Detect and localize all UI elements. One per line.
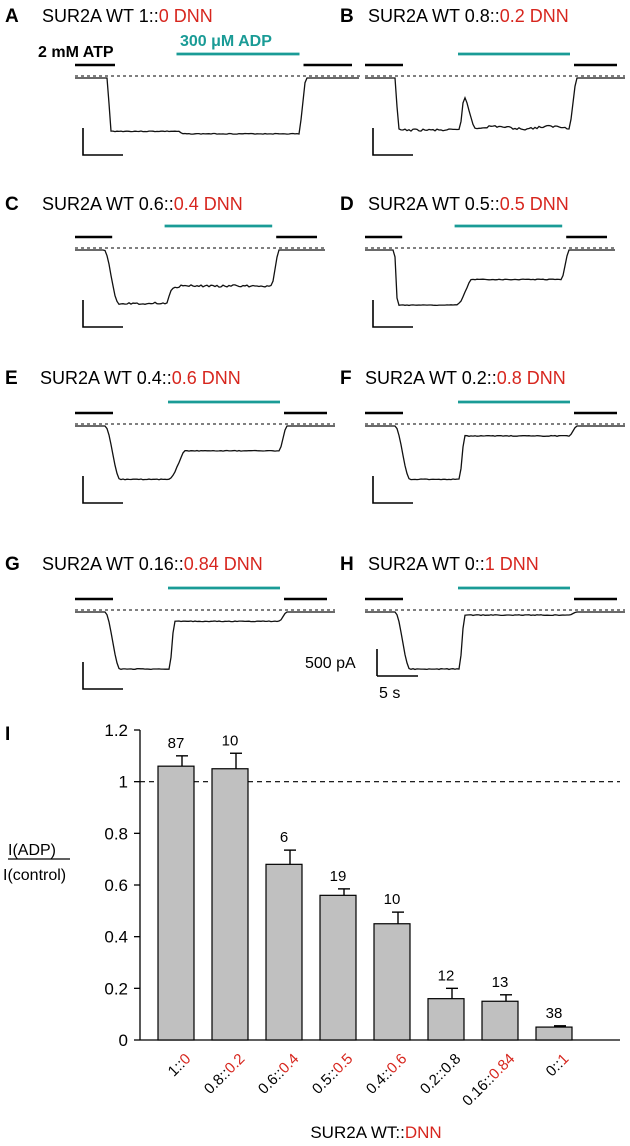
n-label: 12 (438, 967, 455, 984)
bar (319, 894, 357, 1041)
bar-chart: I0 0.2 0.4 0.6 0.8 1 1.2I(ADP)I(control) 871::0… (3, 721, 620, 1142)
current-trace (365, 611, 625, 671)
current-traces: A SUR2A WT 1::0 DNN B SUR2A WT 0.8::0.2 DNN… (5, 6, 625, 690)
panel-title: SUR2A WT 0.8::0.2 DNN (368, 6, 569, 26)
y-label-numerator: I(ADP) (8, 842, 56, 859)
y-tick-label: 0.2 (104, 979, 128, 998)
current-trace (365, 77, 625, 132)
panel-letter: I (5, 724, 10, 745)
n-label: 38 (546, 1005, 563, 1022)
n-label: 10 (222, 732, 239, 749)
title-wt-part: SUR2A WT 0.16:: (42, 554, 184, 574)
n-label: 13 (492, 974, 509, 991)
bar (427, 998, 465, 1041)
calibration-corner (82, 300, 123, 328)
panel-letter: H (340, 554, 354, 575)
calibration-corner (82, 476, 123, 504)
y-tick-label: 0.4 (104, 928, 128, 947)
x-tick-label: 0::1 (543, 1050, 573, 1080)
panel-letter: E (5, 368, 18, 389)
trace-panel-c: C SUR2A WT 0.6::0.4 DNN (5, 194, 325, 328)
trace-panel-d: D SUR2A WT 0.5::0.5 DNN (340, 194, 615, 328)
scale-bar-time-label: 5 s (379, 685, 400, 702)
y-tick-label: 0.8 (104, 824, 128, 843)
y-tick-label: 0 (119, 1031, 128, 1050)
bar (157, 765, 195, 1041)
calibration-corner (82, 128, 123, 156)
trace-panel-a: A SUR2A WT 1::0 DNN (5, 6, 360, 156)
title-wt-part: SUR2A WT 0.8:: (368, 6, 500, 26)
x-tick-label: 0.8::0.2 (201, 1050, 248, 1097)
panel-title: SUR2A WT 0.4::0.6 DNN (40, 368, 241, 388)
panel-title: SUR2A WT 0.5::0.5 DNN (368, 194, 569, 214)
title-dnn-part: 0.6 DNN (172, 368, 241, 388)
panel-a-solution-labels: 2 mM ATP 300 μM ADP (38, 33, 272, 61)
n-label: 6 (280, 829, 288, 846)
title-dnn-part: 0.8 DNN (497, 368, 566, 388)
title-wt-part: SUR2A WT 0.6:: (42, 194, 174, 214)
y-tick-label: 1 (119, 773, 128, 792)
panel-letter: D (340, 194, 354, 215)
x-tick-label: 1::0 (165, 1050, 195, 1080)
y-label-denominator: I(control) (3, 867, 66, 884)
panel-letter: B (340, 6, 354, 27)
calibration-corner (82, 662, 123, 690)
calibration-scale-bar: 500 pA 5 s (305, 649, 418, 702)
trace-panel-h: H SUR2A WT 0::1 DNN (340, 554, 625, 671)
n-label: 10 (384, 891, 401, 908)
n-label: 19 (330, 868, 347, 885)
title-wt-part: SUR2A WT 0:: (368, 554, 485, 574)
bar (373, 923, 411, 1041)
panel-letter: G (5, 554, 20, 575)
panel-letter: F (340, 368, 352, 389)
bar (211, 768, 249, 1041)
panel-title: SUR2A WT 0.2::0.8 DNN (365, 368, 566, 388)
title-dnn-part: 0.5 DNN (500, 194, 569, 214)
current-trace (75, 611, 335, 671)
panel-letter: A (5, 6, 19, 27)
panel-title: SUR2A WT 0.16::0.84 DNN (42, 554, 263, 574)
current-trace (365, 425, 625, 481)
title-wt-part: SUR2A WT 0.2:: (365, 368, 497, 388)
trace-panel-g: G SUR2A WT 0.16::0.84 DNN (5, 554, 335, 690)
panel-letter: C (5, 194, 19, 215)
title-dnn-part: 1 DNN (485, 554, 539, 574)
calibration-corner (372, 128, 413, 156)
trace-panel-e: E SUR2A WT 0.4::0.6 DNN (5, 368, 335, 504)
bar (535, 1026, 573, 1041)
current-trace (75, 249, 325, 306)
atp-label: 2 mM ATP (38, 44, 114, 61)
n-label: 87 (168, 735, 185, 752)
x-axis-label: SUR2A WT::DNN (310, 1123, 441, 1142)
panel-title: SUR2A WT 0.6::0.4 DNN (42, 194, 243, 214)
bar (481, 1000, 519, 1041)
current-trace (365, 249, 615, 307)
panel-title: SUR2A WT 0::1 DNN (368, 554, 539, 574)
title-wt-part: SUR2A WT 0.4:: (40, 368, 172, 388)
panel-title: SUR2A WT 1::0 DNN (42, 6, 213, 26)
title-dnn-part: 0.4 DNN (174, 194, 243, 214)
x-tick-label: 0.2::0.8 (417, 1050, 464, 1097)
x-tick-label: 0.5::0.5 (309, 1050, 356, 1097)
calibration-corner (372, 476, 413, 504)
y-tick-label: 0.6 (104, 876, 128, 895)
title-dnn-part: 0.84 DNN (184, 554, 263, 574)
scale-bar-current-label: 500 pA (305, 655, 356, 672)
title-wt-part: SUR2A WT 1:: (42, 6, 159, 26)
title-dnn-part: 0 DNN (159, 6, 213, 26)
bar (265, 863, 303, 1041)
current-trace (75, 425, 335, 481)
adp-label: 300 μM ADP (180, 33, 272, 50)
trace-panel-f: F SUR2A WT 0.2::0.8 DNN (340, 368, 625, 504)
trace-panel-b: B SUR2A WT 0.8::0.2 DNN (340, 6, 625, 156)
x-tick-label: 0.6::0.4 (255, 1050, 302, 1097)
y-tick-label: 1.2 (104, 721, 128, 740)
current-trace (75, 77, 359, 135)
title-wt-part: SUR2A WT 0.5:: (368, 194, 500, 214)
calibration-corner (372, 300, 413, 328)
title-dnn-part: 0.2 DNN (500, 6, 569, 26)
x-tick-label: 0.4::0.6 (363, 1050, 410, 1097)
x-tick-label: 0.16::0.84 (459, 1050, 518, 1109)
